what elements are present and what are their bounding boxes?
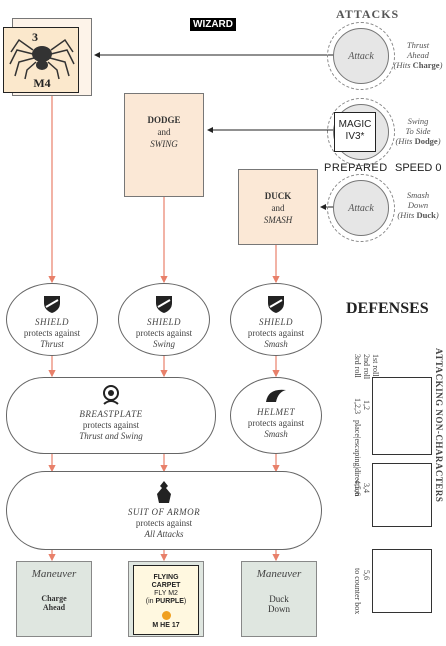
- dodge-swing-box[interactable]: DODGE and SWING: [124, 93, 204, 197]
- suit-of-armor-icon: [157, 481, 171, 503]
- box1-label-a: 1,2: [362, 400, 371, 410]
- attacks-heading: ATTACKS: [336, 7, 400, 21]
- roll-2nd: 2nd roll: [362, 354, 371, 380]
- suit-of-armor-defense[interactable]: SUIT OF ARMOR protects against All Attac…: [6, 471, 322, 550]
- shield-smash-defense[interactable]: SHIELD protects against Smash: [230, 283, 322, 356]
- breastplate-icon: [103, 385, 119, 405]
- box2-label-a: 3,4: [362, 483, 371, 493]
- non-character-box-1[interactable]: [372, 377, 432, 455]
- counter-number: 3: [32, 30, 38, 44]
- shield-icon: [156, 296, 172, 313]
- helmet-icon: [266, 389, 286, 402]
- duck-smash-box[interactable]: DUCK and SMASH: [238, 169, 318, 245]
- non-character-box-3[interactable]: [372, 549, 432, 613]
- speed-label: SPEED 0: [395, 162, 442, 174]
- monster-counter[interactable]: 3 M4: [3, 27, 79, 93]
- attack-thrust-ring: [327, 22, 395, 90]
- attack-smash-ring: [327, 174, 395, 242]
- charge-maneuver-card[interactable]: Maneuver Charge Ahead: [16, 561, 92, 637]
- magic-chit[interactable]: MAGIC IV3*: [334, 112, 376, 152]
- spider-icon: [9, 38, 75, 80]
- attack-smash-circle[interactable]: Attack: [333, 180, 389, 236]
- magic-chit-type: MAGIC: [338, 119, 372, 130]
- shield-thrust-defense[interactable]: SHIELD protects against Thrust: [6, 283, 98, 356]
- breastplate-defense[interactable]: BREASTPLATE protects against Thrust and …: [6, 377, 216, 454]
- attack-thrust-label: Thrust Ahead (Hits Charge): [393, 40, 443, 70]
- magic-chit-code: IV3*: [345, 131, 365, 142]
- attacking-non-characters-title: ATTACKING NON-CHARACTERS: [434, 348, 444, 503]
- counter-code: M4: [33, 76, 51, 90]
- helmet-defense[interactable]: HELMET protects against Smash: [230, 377, 322, 454]
- shield-icon: [268, 296, 284, 313]
- wizard-label: WIZARD: [190, 18, 236, 31]
- card-line1: Duck: [269, 594, 289, 604]
- box3-label: 5,6: [362, 570, 371, 580]
- shield-swing-defense[interactable]: SHIELD protects against Swing: [118, 283, 210, 356]
- flying-carpet-chit[interactable]: FLYING CARPET FLY M2 (in PURPLE) M HE 17: [133, 565, 199, 635]
- card-line2: Down: [268, 604, 290, 614]
- to-counter-box-text: to counter box: [353, 568, 362, 615]
- roll-3rd: 3rd roll: [353, 354, 362, 378]
- duck-maneuver-card[interactable]: Maneuver Duck Down: [241, 561, 317, 637]
- attack-smash-label: Smash Down (Hits Duck): [397, 190, 439, 220]
- card-line1: Charge: [41, 594, 67, 603]
- card-title: Maneuver: [31, 568, 77, 580]
- attack-swing-ring: [327, 98, 395, 166]
- non-character-box-2[interactable]: [372, 463, 432, 527]
- roll-1st: 1st roll: [371, 354, 380, 377]
- defenses-heading: DEFENSES: [346, 300, 429, 317]
- card-line2: Ahead: [42, 603, 66, 612]
- attack-swing-label: Swing To Side (Hits Dodge): [395, 116, 441, 146]
- card-title: Maneuver: [256, 568, 302, 580]
- place-text: place|escaping|direction: [353, 420, 362, 497]
- box1-label-b: 1,2,3: [353, 398, 362, 414]
- prepared-label: PREPARED: [324, 162, 388, 174]
- carpet-dot: [161, 611, 171, 620]
- attack-thrust-circle[interactable]: Attack: [333, 28, 389, 84]
- shield-icon: [44, 296, 60, 313]
